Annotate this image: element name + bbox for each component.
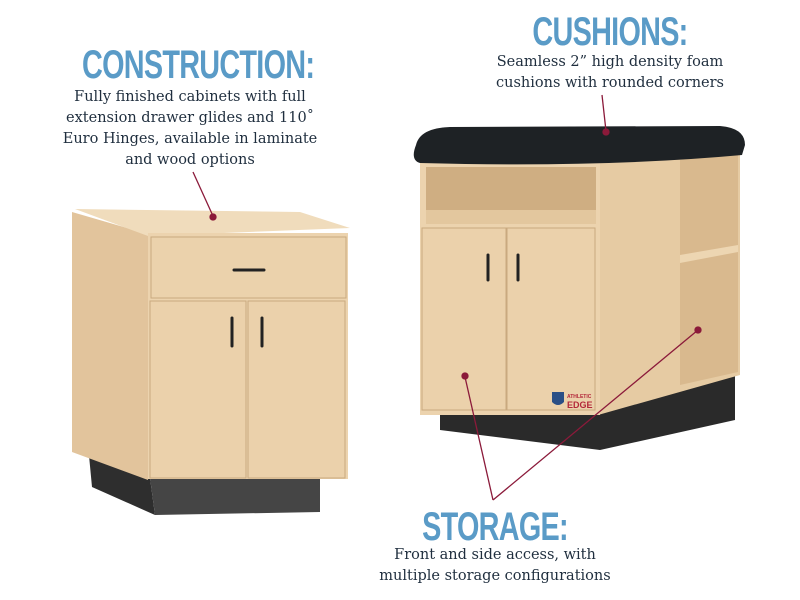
text-line: extension drawer glides and 110˚ — [66, 110, 314, 126]
text-line: and wood options — [125, 152, 255, 168]
cushions-description: Seamless 2” high density foam cushions w… — [460, 52, 760, 94]
construction-heading: CONSTRUCTION: — [81, 43, 315, 87]
callout-lines — [192, 94, 702, 501]
text-line: Front and side access, with — [394, 547, 596, 563]
construction-description: Fully finished cabinets with full extens… — [40, 87, 340, 171]
text-line: Euro Hinges, available in laminate — [62, 131, 318, 147]
svg-text:ATHLETIC: ATHLETIC — [567, 394, 592, 400]
text-line: Fully finished cabinets with full — [74, 89, 306, 105]
text-line: cushions with rounded corners — [496, 75, 724, 91]
athletic-edge-logo: ATHLETIC EDGE — [552, 392, 593, 410]
storage-description: Front and side access, with multiple sto… — [345, 545, 645, 587]
cushioned-storage-cabinet — [413, 126, 745, 450]
text-line: multiple storage configurations — [379, 568, 611, 584]
storage-heading: STORAGE: — [422, 505, 568, 549]
text-line: Seamless 2” high density foam — [496, 54, 724, 70]
cushions-heading: CUSHIONS: — [532, 10, 688, 54]
construction-cabinet — [72, 209, 350, 515]
svg-text:EDGE: EDGE — [567, 400, 593, 410]
